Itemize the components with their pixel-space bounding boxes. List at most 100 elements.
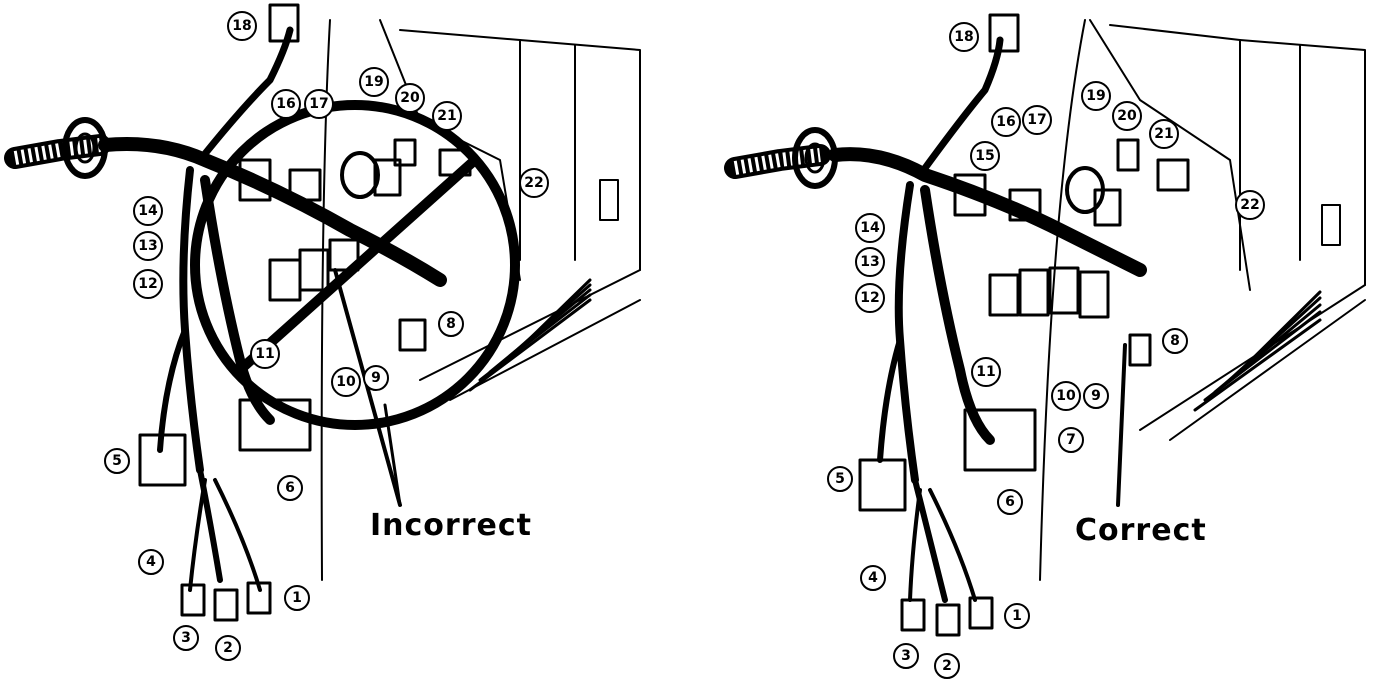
callout-number: 8 (1170, 333, 1180, 349)
callout-number: 6 (285, 480, 295, 496)
callout-circle (104, 448, 130, 474)
callout-circle (271, 89, 301, 119)
incorrect-panel: Incorrect (4, 3, 641, 622)
callout-correct-7: 7 (1058, 427, 1084, 453)
callout-correct-8: 8 (1162, 328, 1188, 354)
callout-circle (1235, 190, 1265, 220)
callout-circle (173, 625, 199, 651)
callout-number: 3 (181, 630, 191, 646)
connector-18 (268, 3, 300, 43)
callout-circle (215, 635, 241, 661)
vent-grille-right (1193, 290, 1322, 412)
callout-number: 15 (975, 148, 994, 164)
callout-correct-18: 18 (949, 22, 979, 52)
connector-15-right (953, 173, 987, 217)
caption-pointer-right (1116, 343, 1127, 507)
callout-correct-10: 10 (1051, 381, 1081, 411)
callout-circle (949, 22, 979, 52)
callout-circle (1004, 603, 1030, 629)
callout-correct-17: 17 (1022, 105, 1052, 135)
callout-circle (363, 365, 389, 391)
callout-incorrect-20: 20 (395, 83, 425, 113)
connector-9-right (1078, 270, 1110, 319)
callout-number: 22 (1240, 197, 1259, 213)
callout-correct-13: 13 (855, 247, 885, 277)
connector-13-right (1018, 268, 1050, 317)
callout-circle (1022, 105, 1052, 135)
callout-number: 20 (1117, 108, 1137, 124)
callout-number: 4 (146, 554, 156, 570)
callout-number: 1 (1012, 608, 1022, 624)
callout-number: 9 (371, 370, 381, 386)
main-cable-bundle-right (724, 36, 1147, 603)
callout-circle (331, 367, 361, 397)
callout-circle (855, 247, 885, 277)
connector-12-right (988, 273, 1020, 317)
callout-circle (860, 565, 886, 591)
connector-12 (268, 258, 302, 302)
callout-number: 13 (860, 254, 879, 270)
callout-correct-12: 12 (855, 283, 885, 313)
callout-incorrect-8: 8 (438, 311, 464, 337)
callout-number: 14 (138, 203, 158, 219)
correct-panel: Correct (724, 13, 1366, 637)
callout-correct-1: 1 (1004, 603, 1030, 629)
callout-circle (1083, 383, 1109, 409)
connectors (138, 3, 472, 622)
connector-3-right (900, 598, 926, 632)
callout-incorrect-6: 6 (277, 475, 303, 501)
connector-20 (393, 138, 417, 167)
callout-circle (827, 466, 853, 492)
connectors-right (858, 13, 1190, 637)
callout-incorrect-3: 3 (173, 625, 199, 651)
callout-number: 18 (232, 18, 251, 34)
connector-17-right (1008, 188, 1042, 222)
callout-circle (519, 168, 549, 198)
callout-circle (855, 213, 885, 243)
callout-circle (432, 101, 462, 131)
callout-correct-21: 21 (1149, 119, 1179, 149)
connector-8 (398, 318, 427, 352)
callout-correct-14: 14 (855, 213, 885, 243)
callout-circle (138, 549, 164, 575)
callout-number: 12 (138, 276, 157, 292)
connector-3 (180, 583, 206, 617)
callout-number: 5 (112, 453, 122, 469)
callout-correct-2: 2 (934, 653, 960, 679)
callout-number: 11 (976, 364, 995, 380)
vent-grille (468, 278, 592, 392)
callout-number: 16 (276, 96, 295, 112)
callout-correct-15: 15 (970, 141, 1000, 171)
connector-17 (288, 168, 322, 202)
callout-circle (438, 311, 464, 337)
connector-21-right (1156, 158, 1190, 192)
callout-number: 16 (996, 114, 1015, 130)
relay-19-right (1065, 166, 1105, 214)
connector-20-right (1116, 138, 1140, 172)
callout-number: 17 (1027, 112, 1046, 128)
callout-number: 6 (1005, 494, 1015, 510)
callout-circle (1149, 119, 1179, 149)
connector-10-right (1048, 266, 1080, 315)
callout-incorrect-14: 14 (133, 196, 163, 226)
crossed-out-mark (190, 100, 520, 430)
callout-incorrect-5: 5 (104, 448, 130, 474)
callout-incorrect-16: 16 (271, 89, 301, 119)
callout-circle (855, 283, 885, 313)
callout-number: 17 (309, 96, 328, 112)
callout-circle (970, 141, 1000, 171)
callout-incorrect-22: 22 (519, 168, 549, 198)
callout-number: 5 (835, 471, 845, 487)
callout-number: 18 (954, 29, 973, 45)
callout-incorrect-11: 11 (250, 339, 280, 369)
callout-correct-4: 4 (860, 565, 886, 591)
callout-correct-11: 11 (971, 357, 1001, 387)
callout-incorrect-19: 19 (359, 67, 389, 97)
callout-circle (284, 585, 310, 611)
callout-circle (304, 89, 334, 119)
callout-number: 21 (1154, 126, 1173, 142)
callout-circle (133, 196, 163, 226)
